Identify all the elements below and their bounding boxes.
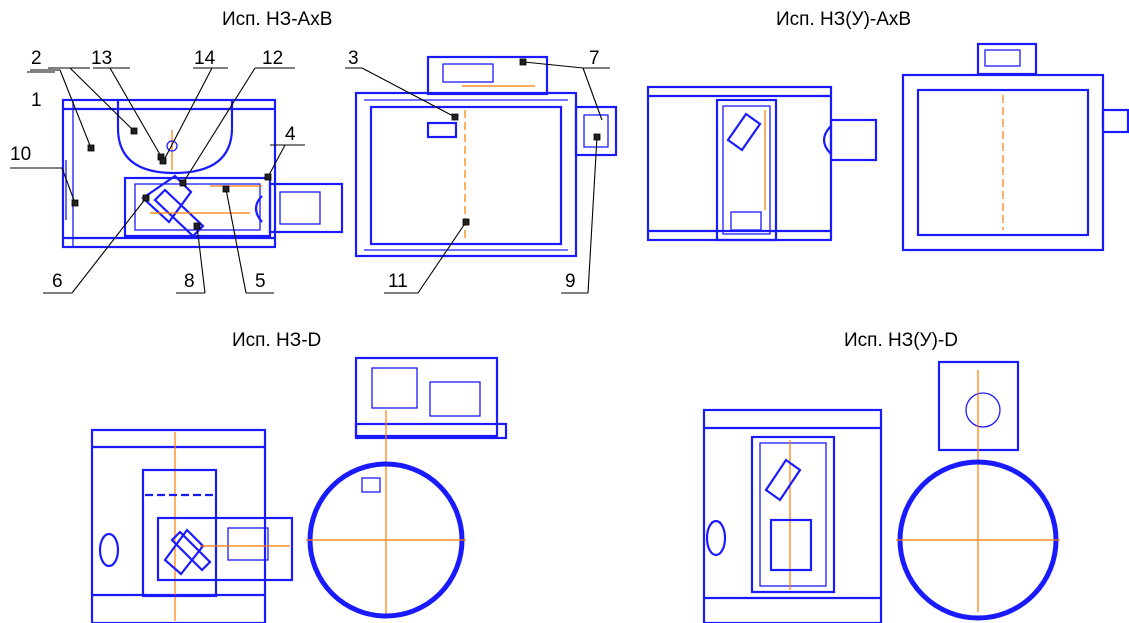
callout-8: 8 — [184, 271, 195, 292]
callout-14: 14 — [194, 48, 216, 69]
view-nzu-d-front — [896, 360, 1060, 621]
view-nzu-d-side — [702, 408, 883, 623]
title-nzu-axb: Исп. НЗ(У)-АхВ — [776, 9, 911, 30]
title-nz-d: Исп. НЗ-D — [232, 330, 321, 351]
view-nz-d-front — [306, 356, 508, 619]
callout-13: 13 — [91, 48, 112, 69]
callout-4: 4 — [285, 124, 296, 145]
callout-10: 10 — [10, 144, 31, 165]
title-nzu-d: Исп. НЗ(У)-D — [844, 330, 958, 351]
callout-2: 2 — [31, 48, 42, 69]
view-nz-axb-front — [354, 55, 618, 258]
callout-7: 7 — [589, 48, 600, 69]
view-nzu-axb-side — [646, 85, 878, 242]
callout-leaders — [10, 61, 610, 294]
callout-5: 5 — [255, 271, 266, 292]
callout-markers — [71, 58, 601, 230]
title-nz-axb: Исп. НЗ-АхВ — [222, 9, 332, 30]
callout-11: 11 — [388, 271, 408, 292]
view-nzu-axb-front — [901, 42, 1129, 252]
callout-numbers: 1 2 3 4 5 6 7 8 9 10 11 12 13 14 — [10, 48, 600, 292]
callout-6: 6 — [52, 271, 63, 292]
callout-1: 1 — [31, 90, 42, 111]
callout-12: 12 — [262, 48, 283, 69]
view-nz-axb-side — [61, 98, 344, 249]
callout-3: 3 — [348, 48, 359, 69]
view-nz-d-side — [90, 428, 294, 623]
callout-9: 9 — [565, 271, 576, 292]
